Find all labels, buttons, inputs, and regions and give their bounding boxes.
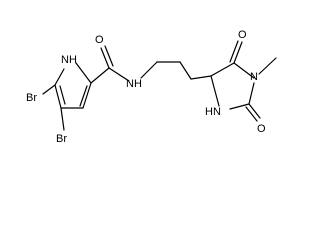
bond-c4-o-1: [233, 41, 243, 64]
bond-n1-c5: [210, 75, 220, 107]
bond-pyrrole-n-c2: [75, 62, 92, 84]
bond-pyrrole-c2-c3: [82, 82, 92, 109]
bond-c4-o-2: [229, 40, 239, 63]
bond-carbonyl-o-1: [100, 47, 110, 69]
bond-c5-br: [42, 84, 56, 95]
bond-pyrrole-c4-c5: [54, 84, 62, 109]
bond-ch2-2-ch2-3: [179, 61, 192, 80]
bond-pyrrole-c5-n: [54, 68, 65, 86]
bond-c2-carbonyl: [90, 67, 110, 84]
bond-n-methyl: [258, 57, 277, 75]
bond-pyrrole-c4-c5-inner: [59, 85, 66, 105]
atom-bromine-bottom: Br: [56, 133, 67, 145]
bond-pyrrole-c2-c3-inner: [79, 85, 88, 107]
bond-ch2-3-c5: [190, 75, 212, 80]
bond-c2-n1: [229, 103, 250, 110]
atom-amide-nh: NH: [126, 78, 142, 90]
bond-c4-br: [60, 107, 65, 131]
bond-c2-o-2: [245, 106, 258, 122]
atom-hydantoin-oxygen-bottom: O: [257, 123, 266, 135]
bond-c4-n3: [233, 62, 255, 79]
bond-c2-o-1: [248, 103, 261, 119]
atom-hydantoin-nh: HN: [205, 106, 221, 118]
atom-hydantoin-n-methyl: N: [250, 71, 258, 83]
atom-hydantoin-oxygen-top: O: [238, 29, 247, 41]
chemical-structure: NH Br Br O NH N O HN O: [26, 29, 277, 145]
bond-n3-c2: [248, 82, 255, 105]
atom-pyrrole-nh: NH: [61, 54, 77, 66]
bond-carbonyl-o-2: [104, 45, 114, 67]
atom-bromine-top: Br: [26, 92, 37, 104]
bond-n-ch2-1: [140, 61, 158, 79]
bond-carbonyl-n: [108, 67, 130, 82]
atom-amide-oxygen: O: [95, 34, 104, 46]
bond-c5-c4: [210, 62, 235, 77]
